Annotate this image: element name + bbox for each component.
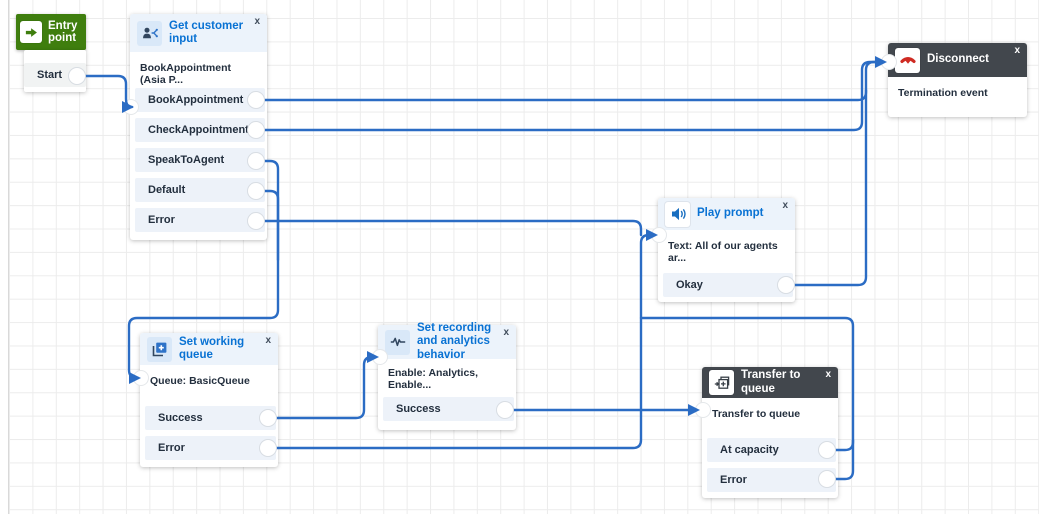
- canvas-left-edge: [0, 0, 9, 514]
- output-row-start[interactable]: Start: [24, 63, 86, 87]
- node-parameter-text: Text: All of our agents ar...: [668, 240, 778, 264]
- output-row[interactable]: Default: [135, 178, 265, 202]
- disconnect-phone-icon: [895, 47, 920, 73]
- node-set-recording-analytics[interactable]: Set recording and analytics behavior x E…: [378, 322, 516, 430]
- node-parameter-text: BookAppointment (Asia P...: [140, 62, 231, 86]
- close-node-button[interactable]: x: [1014, 45, 1020, 56]
- output-label: Okay: [676, 279, 703, 291]
- output-label: Success: [396, 403, 441, 415]
- output-row[interactable]: Success: [145, 406, 276, 430]
- output-row[interactable]: SpeakToAgent: [135, 148, 265, 172]
- output-row[interactable]: Error: [145, 436, 276, 460]
- close-node-button[interactable]: x: [782, 200, 788, 211]
- output-row[interactable]: At capacity: [707, 438, 836, 462]
- close-node-button[interactable]: x: [254, 16, 260, 27]
- node-parameter-text: Termination event: [898, 87, 988, 99]
- output-label: Start: [37, 69, 63, 81]
- output-label: SpeakToAgent: [148, 154, 225, 166]
- play-prompt-speaker-icon: [665, 201, 690, 227]
- node-entry-point-body[interactable]: Start: [24, 50, 86, 92]
- node-parameter-text: Enable: Analytics, Enable...: [388, 367, 479, 391]
- node-title: Transfer to queue: [741, 369, 801, 395]
- output-label: At capacity: [720, 444, 779, 456]
- close-node-button[interactable]: x: [265, 335, 271, 346]
- output-row[interactable]: Error: [135, 208, 265, 232]
- recording-waveform-icon: [385, 329, 410, 355]
- close-node-button[interactable]: x: [825, 369, 831, 380]
- output-label: CheckAppointment: [148, 124, 249, 136]
- output-row[interactable]: Error: [707, 468, 836, 492]
- output-row[interactable]: Okay: [663, 273, 793, 297]
- node-title: Set working queue: [179, 335, 245, 361]
- output-row[interactable]: BookAppointment: [135, 88, 265, 112]
- output-label: Default: [148, 184, 186, 196]
- output-label: Success: [158, 412, 203, 424]
- node-disconnect[interactable]: Disconnect x Termination event: [888, 43, 1027, 117]
- transfer-to-queue-icon: [709, 370, 734, 395]
- node-title: Play prompt: [697, 207, 764, 220]
- node-parameter-text: Queue: BasicQueue: [150, 375, 250, 387]
- entry-arrow-icon: [20, 21, 42, 43]
- output-label: Error: [158, 442, 185, 454]
- node-transfer-to-queue[interactable]: Transfer to queue x Transfer to queue At…: [702, 367, 838, 498]
- node-title: Entry point: [48, 19, 78, 44]
- node-set-working-queue[interactable]: Set working queue x Queue: BasicQueue Su…: [140, 333, 278, 467]
- node-play-prompt[interactable]: Play prompt x Text: All of our agents ar…: [658, 198, 795, 302]
- node-title: Disconnect: [927, 53, 989, 66]
- set-working-queue-icon: [147, 336, 172, 362]
- output-label: Error: [720, 474, 747, 486]
- output-row[interactable]: CheckAppointment: [135, 118, 265, 142]
- output-label: Error: [148, 214, 175, 226]
- node-get-customer-input[interactable]: Get customer input x BookAppointment (As…: [130, 14, 267, 240]
- output-row[interactable]: Success: [383, 397, 514, 421]
- node-entry-point[interactable]: Entry point: [16, 14, 86, 50]
- node-title: Get customer input: [169, 19, 244, 45]
- close-node-button[interactable]: x: [503, 327, 509, 338]
- output-label: BookAppointment: [148, 94, 244, 106]
- node-title: Set recording and analytics behavior: [417, 322, 492, 361]
- get-customer-input-icon: [137, 20, 162, 46]
- node-parameter-text: Transfer to queue: [712, 408, 801, 420]
